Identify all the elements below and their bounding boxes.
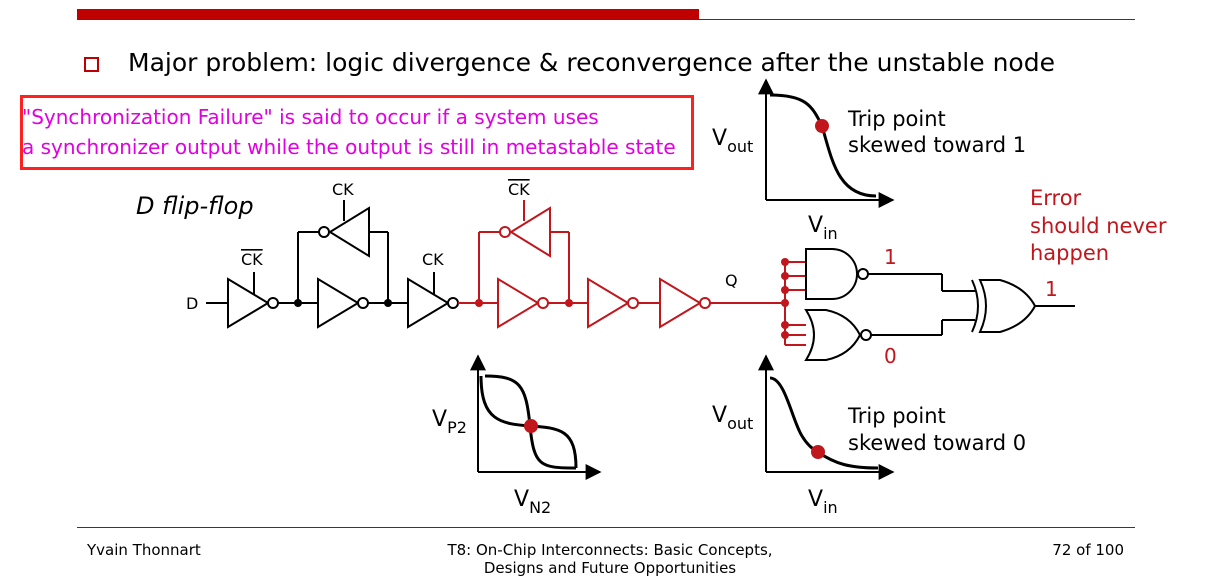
inverter-1-icon <box>227 277 270 329</box>
error-note-line-2: should never <box>1030 214 1167 238</box>
xor-back-curve <box>971 279 979 333</box>
error-note-line-1: Error <box>1030 186 1082 210</box>
bullet-square-icon <box>84 57 99 72</box>
slide-headline: Major problem: logic divergence & reconv… <box>128 48 1055 77</box>
inverter-5-icon <box>587 277 630 329</box>
xor-output-value: 1 <box>1045 277 1058 301</box>
vtc-top-xlabel: Vin <box>808 213 838 243</box>
footer-page-number: 72 of 100 <box>1052 541 1124 559</box>
inverter-2-icon <box>317 277 360 329</box>
inverter-6-icon <box>659 277 702 329</box>
vtc-bottom-ylabel: Vout <box>712 403 753 433</box>
ck-bar-label-2: CK <box>508 180 530 199</box>
footer-title-line-2: Designs and Future Opportunities <box>483 559 737 577</box>
vtc-top-trip-point <box>815 119 829 133</box>
nor-output-value: 0 <box>884 344 897 368</box>
header-red-bar <box>77 9 699 20</box>
definition-line-1: "Synchronization Failure" is said to occ… <box>22 105 599 129</box>
vtc-top: Vout Vin Trip point skewed toward 1 <box>712 78 1026 243</box>
xor-gate-icon <box>978 279 1037 333</box>
nor-gate-icon <box>804 309 862 361</box>
definition-box <box>20 95 694 170</box>
footer-divider <box>77 527 1135 528</box>
ck-label-feedback: CK <box>332 180 354 199</box>
inverter-3-icon <box>407 277 450 329</box>
error-note-line-3: happen <box>1030 241 1109 265</box>
butterfly-ylabel: VP2 <box>432 407 467 437</box>
vtc-bottom-xlabel: Vin <box>808 487 838 517</box>
ck-label-2: CK <box>422 250 444 269</box>
vtc-bottom-caption-2: skewed toward 0 <box>848 431 1026 455</box>
nand-gate-icon <box>805 248 858 300</box>
butterfly-plot: VP2 VN2 <box>432 354 602 517</box>
vtc-bottom-caption-1: Trip point <box>847 404 946 428</box>
definition-line-2: a synchronizer output while the output i… <box>22 135 676 159</box>
footer-author: Yvain Thonnart <box>87 541 201 559</box>
footer-title-line-1: T8: On-Chip Interconnects: Basic Concept… <box>447 541 773 559</box>
header-divider <box>699 19 1135 20</box>
vtc-top-ylabel: Vout <box>712 126 753 156</box>
vtc-bottom-trip-point <box>811 445 825 459</box>
feedback-inverter-1-icon <box>328 206 370 258</box>
vtc-bottom: Vout Vin Trip point skewed toward 0 <box>712 354 1026 517</box>
input-d-label: D <box>186 294 198 313</box>
vtc-top-caption-1: Trip point <box>847 107 946 131</box>
vtc-top-caption-2: skewed toward 1 <box>848 133 1026 157</box>
feedback-inverter-2-icon <box>509 206 551 258</box>
circuit-title: D flip-flop <box>136 192 254 220</box>
inverter-4-icon <box>497 277 540 329</box>
nand-output-value: 1 <box>884 245 897 269</box>
butterfly-metastable-point <box>524 419 538 433</box>
ck-bar-label-1: CK <box>241 250 263 269</box>
output-q-label: Q <box>725 271 738 290</box>
footer-title: T8: On-Chip Interconnects: Basic Concept… <box>420 541 800 577</box>
butterfly-xlabel: VN2 <box>514 487 551 517</box>
